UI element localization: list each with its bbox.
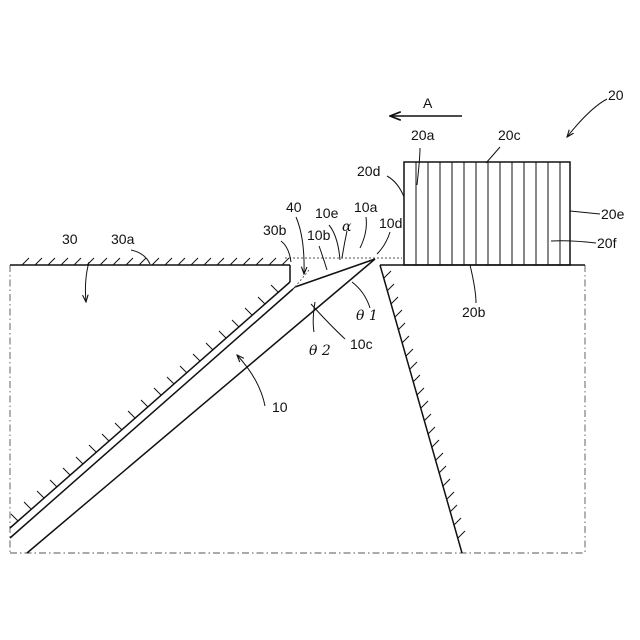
- label-10c: 10c: [350, 336, 373, 352]
- label-arrow-a: A: [423, 95, 433, 111]
- label-30b: 30b: [263, 222, 287, 238]
- label-30a: 30a: [111, 231, 135, 247]
- groove-wall-hatching: [384, 271, 465, 538]
- ground-surface-30a: [10, 258, 290, 282]
- label-10e: 10e: [315, 205, 339, 221]
- surface-hatching: [22, 258, 289, 265]
- label-20c: 20c: [498, 127, 521, 143]
- label-10a: 10a: [354, 199, 378, 215]
- label-alpha: α: [342, 219, 352, 235]
- label-20d: 20d: [357, 163, 380, 179]
- bore-wall-hatching: [11, 285, 278, 521]
- label-20a: 20a: [411, 127, 435, 143]
- leader-lines: [85, 99, 607, 406]
- label-30: 30: [62, 231, 78, 247]
- stack-plates: [416, 162, 560, 265]
- label-20e: 20e: [601, 206, 625, 222]
- element-stack-20: [404, 162, 570, 265]
- label-theta1: θ 1: [356, 308, 378, 324]
- ground-block-outline: [10, 265, 585, 553]
- label-10d: 10d: [379, 215, 402, 231]
- label-40: 40: [286, 199, 302, 215]
- label-20f: 20f: [597, 235, 617, 251]
- label-10: 10: [272, 399, 288, 415]
- bore-wall-30b: [10, 282, 290, 528]
- label-theta2: θ 2: [309, 343, 331, 359]
- label-20b: 20b: [462, 304, 486, 320]
- needle-10: [10, 259, 375, 553]
- label-10b: 10b: [307, 227, 331, 243]
- label-20: 20: [608, 87, 624, 103]
